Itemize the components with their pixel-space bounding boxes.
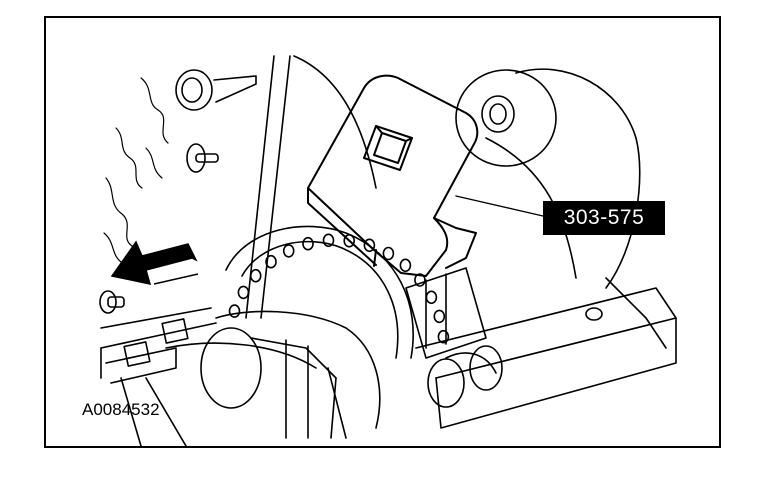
chain-link — [434, 310, 444, 322]
chain-link — [415, 274, 425, 286]
chain-link — [383, 248, 393, 260]
chain-link — [400, 259, 410, 271]
stud-middle — [187, 144, 218, 172]
chain-link — [324, 234, 334, 246]
chain-link — [251, 270, 261, 282]
stud-left — [100, 291, 124, 313]
engine-timing-illustration — [46, 18, 719, 446]
square-drive-icon — [364, 126, 412, 170]
tool-callout-label: 303-575 — [543, 201, 665, 235]
figure-id-label: A0084532 — [82, 400, 160, 419]
chain-link — [344, 235, 354, 247]
bolt-upper — [176, 70, 256, 110]
chain-link — [426, 291, 436, 303]
lower-bracket — [406, 268, 676, 428]
diagram-frame: 303-575 A0084532 — [44, 16, 721, 448]
chain-link — [438, 331, 448, 343]
camshaft — [166, 311, 380, 438]
casting-texture — [104, 78, 168, 264]
chain-link — [284, 245, 294, 257]
chain-links — [230, 234, 449, 342]
washer-right — [456, 70, 556, 166]
chain-link — [303, 238, 313, 250]
chain-link — [238, 286, 248, 298]
chain-link — [364, 239, 374, 251]
callout-leader-line — [456, 196, 543, 216]
chain-link — [230, 305, 240, 317]
cylinder-head-rail — [101, 308, 216, 446]
timing-chain — [226, 226, 413, 358]
direction-arrow-left-icon — [112, 242, 198, 284]
chain-link — [266, 256, 276, 268]
tool-303-575 — [308, 76, 477, 276]
